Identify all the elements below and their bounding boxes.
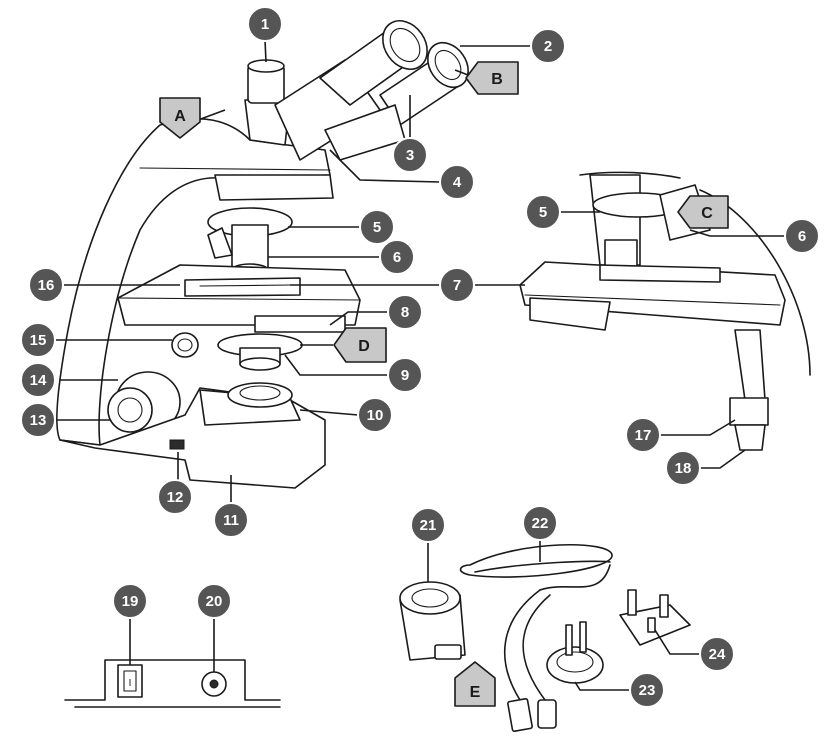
tag-c-label: C: [701, 205, 713, 222]
callout-4-label: 4: [453, 174, 462, 191]
callout-21: 21: [410, 507, 446, 543]
callout-2: 2: [530, 28, 566, 64]
callout-5-detail: 5: [525, 194, 561, 230]
callout-6-detail: 6: [784, 218, 820, 254]
callout-4: 4: [439, 164, 475, 200]
callout-8: 8: [387, 294, 423, 330]
usb-cable: [459, 543, 613, 732]
callout-15: 15: [20, 322, 56, 358]
callout-1-label: 1: [261, 16, 269, 33]
callout-13-label: 13: [30, 412, 47, 429]
tag-a: A: [159, 97, 201, 139]
callout-18: 18: [665, 450, 701, 486]
callout-11: 11: [213, 502, 249, 538]
callout-22: 22: [522, 505, 558, 541]
callout-12: 12: [157, 479, 193, 515]
accessories: [399, 543, 691, 732]
stage-detail-view: [519, 171, 811, 451]
tag-d: D: [333, 327, 387, 363]
callout-6-detail-label: 6: [798, 228, 806, 245]
tag-c: C: [677, 195, 729, 229]
callout-20-label: 20: [206, 593, 223, 610]
callout-19-label: 19: [122, 593, 139, 610]
callout-12-label: 12: [167, 489, 184, 506]
callout-19: 19: [112, 583, 148, 619]
callout-2-label: 2: [544, 38, 552, 55]
callout-7-label: 7: [453, 277, 461, 294]
callout-16: 16: [28, 267, 64, 303]
tag-e-label: E: [470, 684, 481, 701]
power-adapter: [399, 581, 466, 661]
callout-3-label: 3: [406, 147, 414, 164]
tag-b: B: [465, 61, 519, 95]
microscope-main: [56, 20, 469, 489]
callout-17-label: 17: [635, 427, 652, 444]
callout-23: 23: [629, 672, 665, 708]
callout-11-label: 11: [223, 512, 239, 529]
callout-23-label: 23: [639, 682, 656, 699]
power-panel: I: [64, 659, 281, 708]
tag-e: E: [454, 661, 496, 707]
callout-5-label: 5: [373, 219, 381, 236]
eyepiece-tubes: [274, 20, 469, 161]
focus-knobs: [107, 371, 181, 433]
callout-5: 5: [359, 209, 395, 245]
tag-a-label: A: [174, 108, 186, 125]
uk-plug: [619, 589, 691, 646]
eu-plug: [546, 621, 604, 684]
callout-21-label: 21: [420, 517, 437, 534]
microscope-head: [214, 174, 334, 201]
callout-10-label: 10: [367, 407, 384, 424]
callout-16-label: 16: [38, 277, 55, 294]
callout-17: 17: [625, 417, 661, 453]
callout-1: 1: [247, 6, 283, 42]
callout-20: 20: [196, 583, 232, 619]
callout-8-label: 8: [401, 304, 409, 321]
callout-7: 7: [439, 267, 475, 303]
stage-knob: [171, 332, 199, 358]
callout-13: 13: [20, 402, 56, 438]
callout-9-label: 9: [401, 367, 409, 384]
intensity-indicator: [169, 439, 185, 450]
callout-14: 14: [20, 362, 56, 398]
callout-6: 6: [379, 239, 415, 275]
callout-24: 24: [699, 636, 735, 672]
callout-6-label: 6: [393, 249, 401, 266]
callout-10: 10: [357, 397, 393, 433]
stage: [117, 264, 361, 333]
callout-24-label: 24: [709, 646, 726, 663]
microscope-base: [59, 382, 326, 489]
camera-port: [247, 59, 285, 104]
condenser: [217, 333, 303, 371]
callout-5-detail-label: 5: [539, 204, 547, 221]
callout-3: 3: [392, 137, 428, 173]
tag-b-label: B: [491, 71, 503, 88]
callout-15-label: 15: [30, 332, 47, 349]
callout-9: 9: [387, 357, 423, 393]
tag-d-label: D: [358, 338, 370, 355]
callout-14-label: 14: [30, 372, 47, 389]
callout-22-label: 22: [532, 515, 549, 532]
power-switch-symbol: I: [129, 678, 132, 689]
callout-18-label: 18: [675, 460, 692, 477]
